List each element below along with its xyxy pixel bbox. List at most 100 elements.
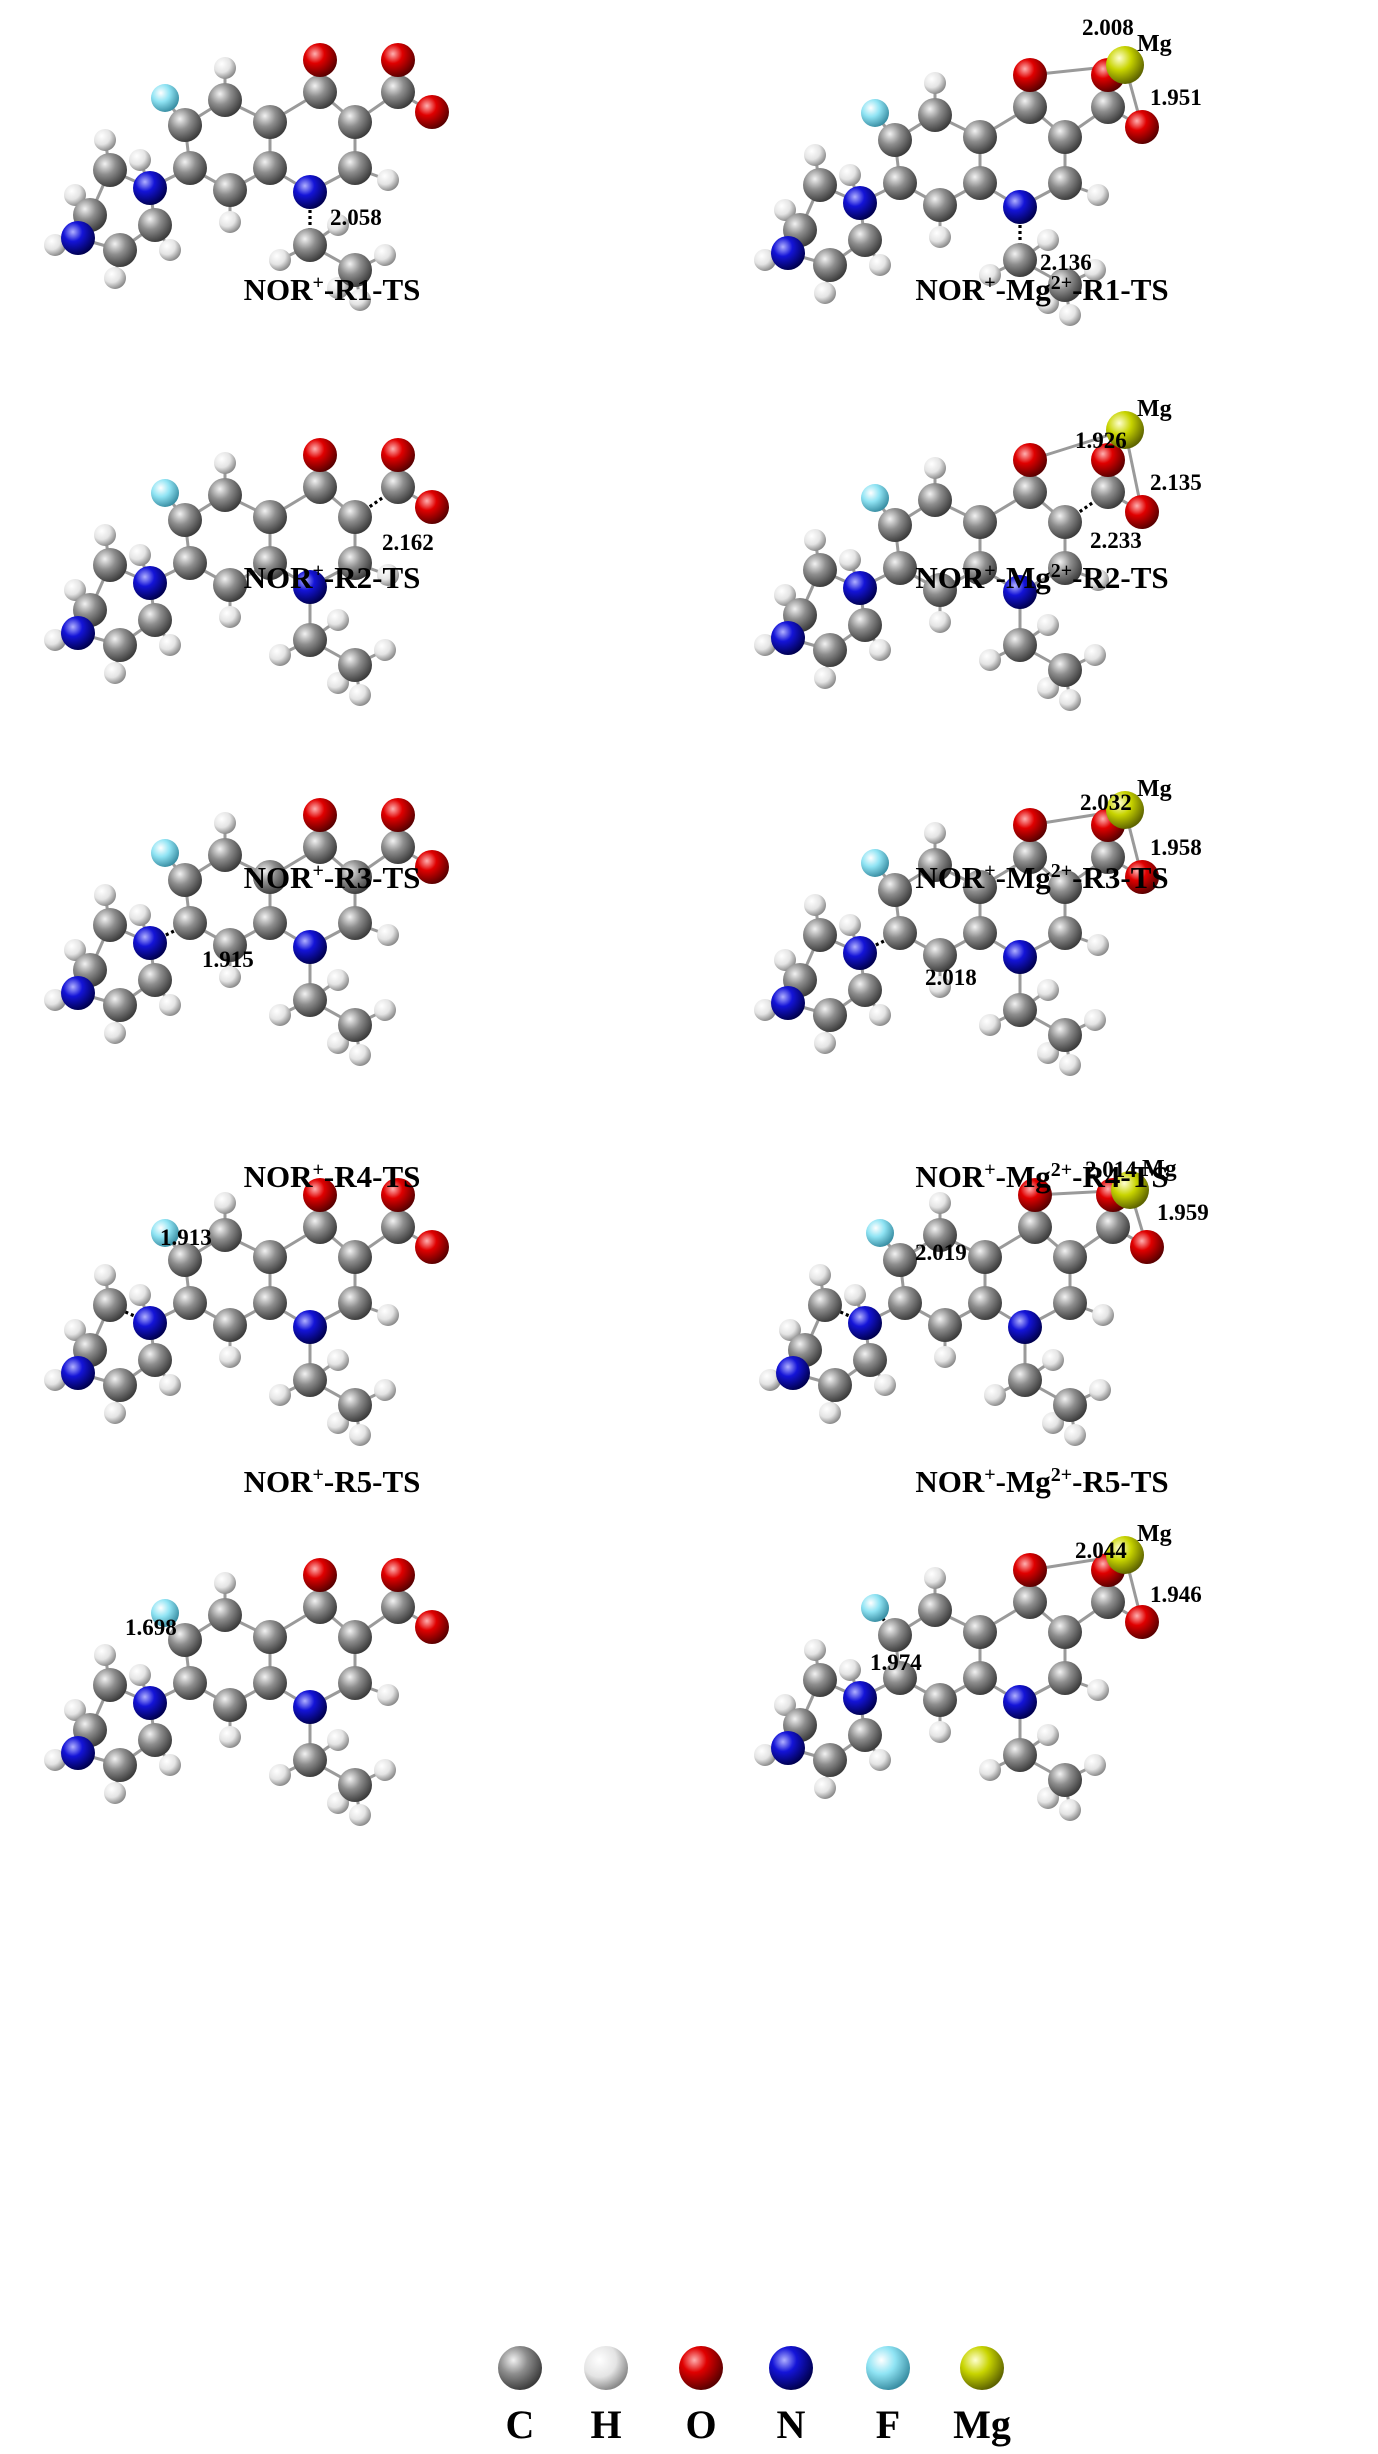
oxygen-atom	[1125, 1605, 1159, 1639]
hydrogen-atom	[219, 606, 241, 628]
carbon-atom	[253, 546, 287, 580]
hydrogen-atom	[129, 1664, 151, 1686]
carbon-atom	[1048, 166, 1082, 200]
mg-label: Mg	[1137, 776, 1172, 802]
hydrogen-atom	[839, 164, 861, 186]
carbon-atom	[338, 1768, 372, 1802]
hydrogen-atom	[64, 184, 86, 206]
panel-caption: NOR+-Mg2+-R1-TS	[915, 272, 1168, 307]
carbon-atom	[381, 830, 415, 864]
hydrogen-atom	[349, 684, 371, 706]
hydrogen-atom	[377, 924, 399, 946]
carbon-atom	[103, 1748, 137, 1782]
carbon-atom	[338, 151, 372, 185]
carbon-atom	[213, 173, 247, 207]
oxygen-atom	[381, 1178, 415, 1212]
legend-swatch-f	[866, 2346, 910, 2390]
hydrogen-atom	[1059, 1054, 1081, 1076]
hydrogen-atom	[979, 1014, 1001, 1036]
carbon-atom	[818, 1368, 852, 1402]
carbon-atom	[878, 1618, 912, 1652]
distance-label: 1.959	[1157, 1200, 1209, 1225]
carbon-atom	[293, 1743, 327, 1777]
carbon-atom	[138, 963, 172, 997]
hydrogen-atom	[159, 239, 181, 261]
hydrogen-atom	[104, 1402, 126, 1424]
carbon-atom	[338, 1240, 372, 1274]
hydrogen-atom	[374, 1379, 396, 1401]
hydrogen-atom	[349, 289, 371, 311]
nitrogen-atom	[133, 926, 167, 960]
hydrogen-atom	[929, 976, 951, 998]
oxygen-atom	[303, 1178, 337, 1212]
distance-label: 2.044	[1075, 1538, 1127, 1563]
carbon-atom	[883, 1243, 917, 1277]
carbon-atom	[208, 1598, 242, 1632]
fluorine-atom	[861, 849, 889, 877]
carbon-atom	[878, 123, 912, 157]
hydrogen-atom	[874, 1374, 896, 1396]
carbon-atom	[1003, 1738, 1037, 1772]
carbon-atom	[213, 568, 247, 602]
nitrogen-atom	[771, 236, 805, 270]
hydrogen-atom	[129, 904, 151, 926]
hydrogen-atom	[869, 254, 891, 276]
carbon-atom	[883, 551, 917, 585]
hydrogen-atom	[64, 579, 86, 601]
nitrogen-atom	[771, 986, 805, 1020]
oxygen-atom	[415, 850, 449, 884]
carbon-atom	[803, 168, 837, 202]
carbon-atom	[168, 1623, 202, 1657]
mg-label: Mg	[1142, 1156, 1177, 1182]
distance-label: 2.019	[915, 1240, 967, 1265]
carbon-atom	[208, 83, 242, 117]
carbon-atom	[303, 470, 337, 504]
hydrogen-atom	[374, 1759, 396, 1781]
oxygen-atom	[1013, 443, 1047, 477]
hydrogen-atom	[1059, 689, 1081, 711]
legend-swatch-mg	[960, 2346, 1004, 2390]
carbon-atom	[963, 166, 997, 200]
hydrogen-atom	[924, 1567, 946, 1589]
hydrogen-atom	[44, 989, 66, 1011]
carbon-atom	[968, 1240, 1002, 1274]
distance-label: 2.136	[1040, 250, 1092, 275]
hydrogen-atom	[1084, 644, 1106, 666]
distance-label: 2.233	[1090, 528, 1142, 553]
hydrogen-atom	[269, 1004, 291, 1026]
fluorine-atom	[151, 479, 179, 507]
hydrogen-atom	[159, 634, 181, 656]
carbon-atom	[103, 988, 137, 1022]
carbon-atom	[303, 75, 337, 109]
hydrogen-atom	[924, 822, 946, 844]
legend-label-o: O	[685, 2402, 716, 2447]
carbon-atom	[813, 633, 847, 667]
hydrogen-atom	[214, 57, 236, 79]
carbon-atom	[338, 500, 372, 534]
hydrogen-atom	[754, 999, 776, 1021]
hydrogen-atom	[979, 264, 1001, 286]
hydrogen-atom	[1084, 259, 1106, 281]
hydrogen-atom	[804, 894, 826, 916]
carbon-atom	[883, 166, 917, 200]
hydrogen-atom	[219, 211, 241, 233]
distance-label: 2.008	[1082, 15, 1134, 40]
carbon-atom	[878, 508, 912, 542]
carbon-atom	[923, 1683, 957, 1717]
carbon-atom	[1096, 1210, 1130, 1244]
legend-swatch-n	[769, 2346, 813, 2390]
hydrogen-atom	[774, 1694, 796, 1716]
carbon-atom	[1091, 475, 1125, 509]
fluorine-atom	[866, 1219, 894, 1247]
hydrogen-atom	[269, 249, 291, 271]
hydrogen-atom	[1087, 934, 1109, 956]
hydrogen-atom	[844, 1284, 866, 1306]
carbon-atom	[138, 208, 172, 242]
hydrogen-atom	[804, 144, 826, 166]
nitrogen-atom	[133, 566, 167, 600]
